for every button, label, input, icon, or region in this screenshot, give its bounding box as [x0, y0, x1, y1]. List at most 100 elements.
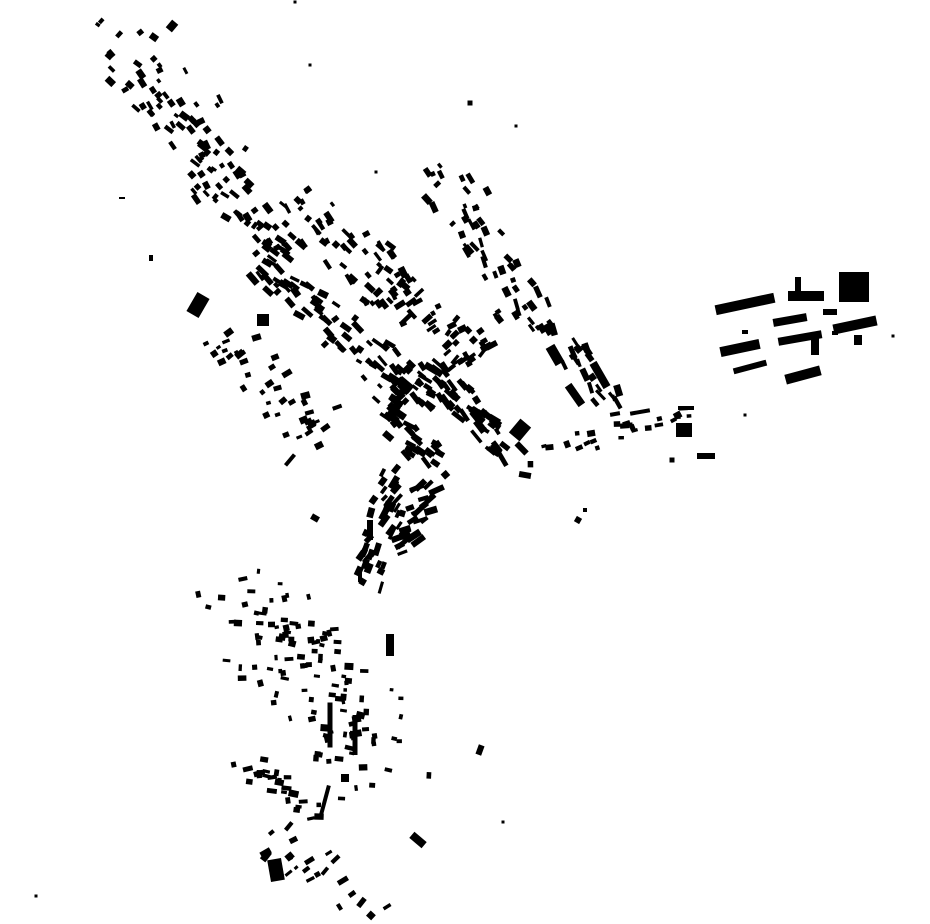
building [732, 359, 768, 375]
building [379, 485, 388, 495]
building [306, 593, 312, 601]
building [429, 364, 444, 378]
building [330, 664, 337, 672]
building [313, 754, 319, 762]
building [465, 352, 477, 362]
building [532, 285, 543, 299]
building [280, 676, 290, 681]
building [417, 495, 429, 503]
building [282, 631, 289, 638]
building [417, 360, 427, 372]
building [106, 48, 116, 59]
building [364, 271, 372, 279]
building [394, 509, 402, 519]
building [410, 434, 424, 447]
building [496, 450, 509, 468]
building [449, 220, 456, 228]
building [363, 708, 370, 716]
building [304, 409, 315, 416]
building [479, 341, 494, 353]
building [395, 536, 410, 550]
building [195, 590, 202, 599]
building [293, 0, 297, 4]
building [344, 273, 354, 286]
building [273, 690, 280, 698]
building [303, 855, 316, 866]
building [402, 420, 417, 431]
building [250, 206, 259, 215]
building [327, 702, 333, 748]
building [346, 236, 359, 249]
building [289, 621, 299, 627]
building [402, 287, 412, 297]
building [314, 302, 326, 313]
building [262, 773, 271, 779]
building [189, 158, 201, 168]
building [261, 257, 273, 268]
building [304, 428, 314, 437]
building [377, 476, 388, 487]
building [323, 735, 329, 744]
building [686, 414, 692, 418]
building [318, 653, 323, 660]
building [573, 344, 582, 352]
building [334, 755, 344, 762]
building [271, 223, 280, 232]
building [168, 140, 177, 151]
building [202, 189, 210, 198]
building [166, 98, 176, 108]
building [278, 396, 288, 406]
building [421, 313, 433, 325]
building [656, 415, 663, 422]
building [314, 750, 321, 756]
building [318, 313, 326, 321]
building [360, 557, 370, 570]
building [355, 358, 363, 365]
building [232, 169, 243, 180]
building [458, 408, 470, 423]
building [206, 165, 215, 174]
building [386, 634, 394, 656]
building [346, 273, 359, 285]
building [287, 639, 297, 648]
building [373, 298, 384, 309]
building [301, 688, 308, 693]
building [341, 228, 352, 239]
building [410, 534, 427, 548]
building [214, 135, 225, 147]
building [383, 339, 396, 349]
building [654, 422, 664, 428]
building [273, 287, 282, 297]
building [360, 374, 368, 382]
building [452, 314, 461, 324]
building [475, 744, 485, 756]
building [273, 384, 283, 392]
building [220, 190, 230, 199]
building [795, 277, 801, 291]
building [410, 276, 417, 283]
building [131, 103, 141, 113]
building [360, 542, 370, 555]
building [509, 276, 517, 284]
building [280, 617, 288, 623]
building [255, 270, 265, 282]
building [295, 804, 302, 809]
building [119, 197, 125, 199]
building [441, 339, 453, 351]
building [104, 75, 117, 88]
building [341, 697, 346, 705]
building [358, 764, 368, 771]
building [342, 731, 348, 738]
building [132, 59, 143, 69]
building [238, 664, 243, 672]
building [284, 869, 293, 877]
building [212, 197, 219, 204]
building [473, 420, 485, 435]
building [448, 399, 456, 408]
building [414, 379, 423, 388]
building [202, 125, 212, 135]
building [609, 411, 621, 417]
building [97, 17, 105, 25]
building [198, 155, 205, 162]
building [348, 345, 359, 356]
